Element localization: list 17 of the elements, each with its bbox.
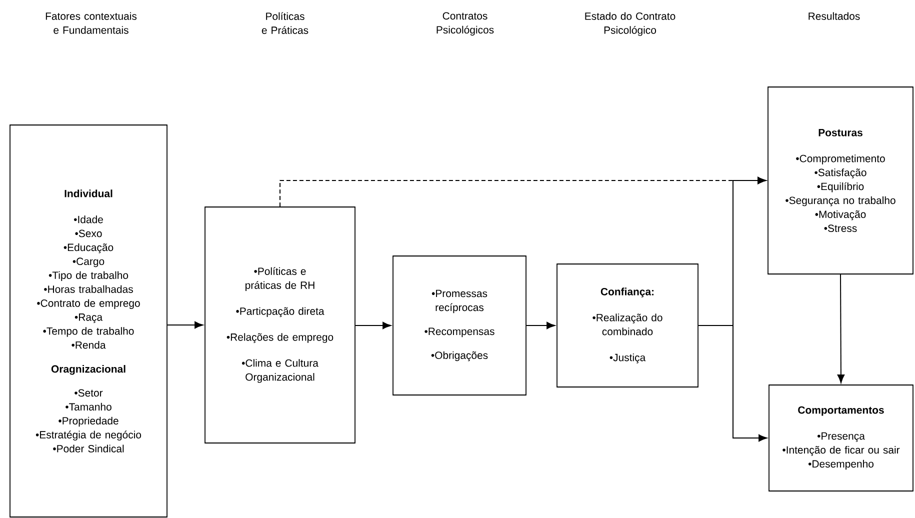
arrow xyxy=(837,274,845,384)
process-box: Comportamentos •Presença •Intenção de ficar ou sair •Desempenho xyxy=(768,384,914,492)
process-box: •Políticas e práticas de RH •Particpação direta •Relações de emprego •Clima e Cultura Organizacional xyxy=(204,206,356,444)
arrow xyxy=(526,322,556,330)
column-heading: Contratos Psicológicos xyxy=(436,12,494,36)
process-box: Posturas •Comprometimento •Satisfação •Equilíbrio •Segurança no trabalho •Motivação •Stress xyxy=(768,86,914,274)
dashed-arrow xyxy=(280,176,766,208)
process-box: Confiança: •Realização do combinado •Justiça xyxy=(556,264,698,388)
column-heading: Estado do Contrato Psicológico xyxy=(585,12,676,36)
arrow xyxy=(166,321,204,329)
column-heading: Fatores contextuais e Fundamentais xyxy=(46,12,137,34)
column-heading: Resultados xyxy=(808,12,860,20)
arrow xyxy=(698,325,768,442)
arrow xyxy=(354,322,392,330)
column-heading: Políticas e Práticas xyxy=(262,12,308,34)
factor-box: Individual •Idade •Sexo •Educação •Cargo •Tipo de trabalho •Horas trabalhadas •Contrato de emprego •Raça •Tempo de trabalho •Renda Oragnizacional •Setor •Tamanho •Propriedade •Estratégia de negócio •Poder Sindical xyxy=(10,124,168,518)
process-box: •Promessas recíprocas •Recompensas •Obrigações xyxy=(392,256,526,396)
